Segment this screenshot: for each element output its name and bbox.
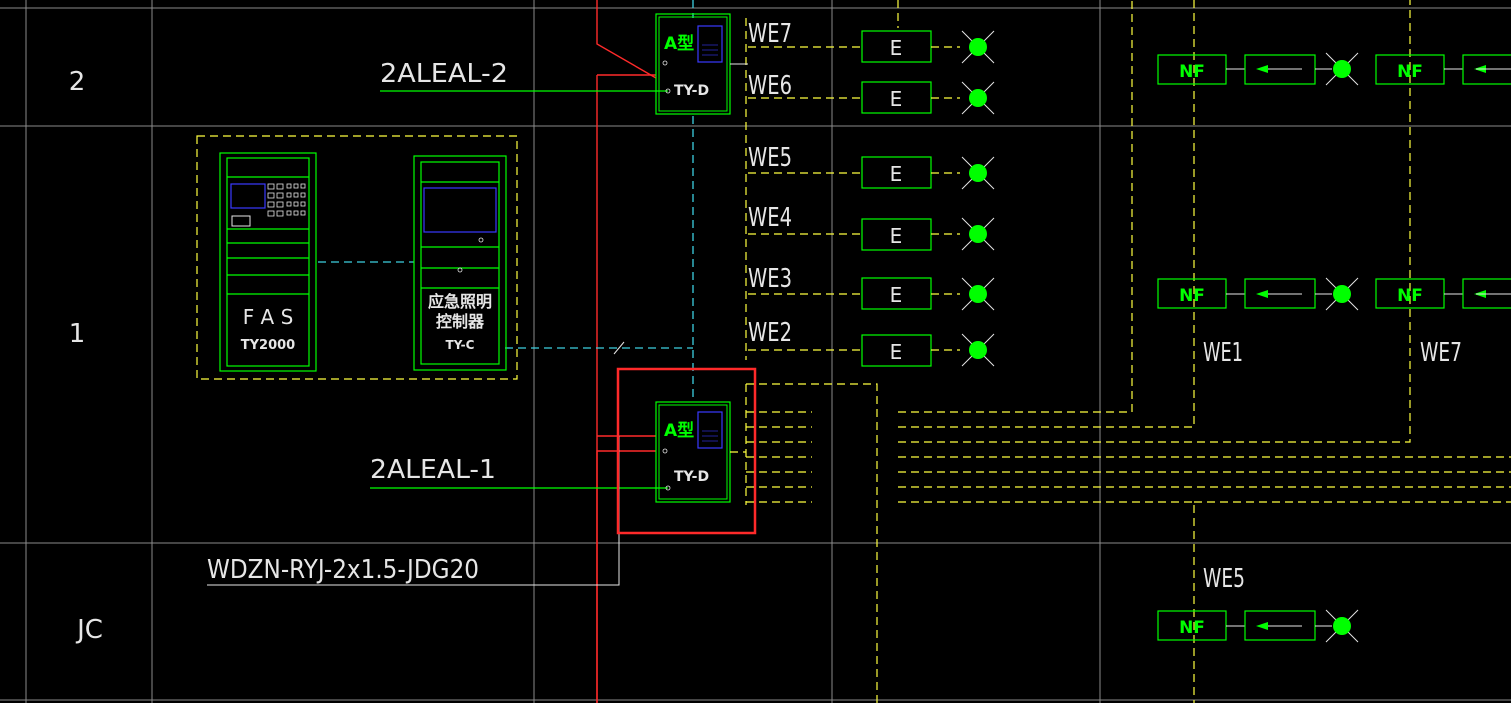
nf-mid-1: NF — [1157, 277, 1359, 311]
luminaire-4 — [961, 217, 995, 251]
circuit-we6-label: WE6 — [748, 71, 792, 101]
feed-upper: 2ALEAL-2 — [380, 59, 668, 92]
wire-spec-label: WDZN-RYJ-2x1.5-JDG20 — [207, 555, 479, 585]
circuit-we4: WE4 — [748, 203, 862, 235]
circuit-we3-label: WE3 — [748, 264, 792, 294]
exit-lamp-5: E — [861, 277, 932, 310]
luminaire-2 — [961, 81, 995, 115]
red-power-wire — [596, 0, 657, 703]
power-box-lower-model: TY-D — [674, 469, 709, 485]
luminaire-6 — [961, 333, 995, 367]
power-box-upper: A型 TY-D — [655, 13, 731, 115]
controller-title-2: 控制器 — [436, 312, 485, 331]
fas-title: F A S — [243, 305, 294, 329]
nf-mid-1-label: NF — [1179, 286, 1205, 306]
trunk-lines — [897, 0, 1511, 703]
lamp-links — [931, 46, 960, 351]
controller-title-1: 应急照明 — [428, 292, 492, 311]
power-box-lower-panel — [697, 411, 723, 449]
fas-model: TY2000 — [241, 338, 295, 353]
feed-lower: 2ALEAL-1 — [370, 455, 668, 489]
nf-top-1: NF — [1157, 52, 1359, 86]
bus-tick — [613, 341, 625, 355]
power-box-upper-model: TY-D — [674, 83, 709, 99]
circuit-we5-label: WE5 — [748, 143, 792, 173]
nf-top-2-label: NF — [1397, 62, 1423, 82]
wire-spec: WDZN-RYJ-2x1.5-JDG20 — [207, 436, 620, 586]
lower-box-outputs — [730, 383, 878, 703]
circuit-we6: WE6 — [730, 63, 862, 101]
circuit-we7: WE7 — [748, 19, 862, 49]
fas-display — [230, 183, 266, 209]
nf-bottom-1-label: NF — [1179, 618, 1205, 638]
circuit-we2: WE2 — [748, 318, 862, 351]
exit-lamp-3-label: E — [890, 162, 903, 186]
nf-top-1-label: NF — [1179, 62, 1205, 82]
controller-model: TY-C — [446, 338, 475, 352]
luminaire-1 — [961, 30, 995, 64]
exit-lamp-4-label: E — [890, 224, 903, 248]
nf-mid-right-circuit: WE7 — [1420, 338, 1462, 368]
control-room-boundary — [196, 135, 518, 380]
emergency-controller-cabinet — [413, 155, 507, 371]
selection-highlight[interactable] — [616, 367, 757, 535]
nf-mid-2: NF — [1375, 278, 1511, 309]
circuit-we4-label: WE4 — [748, 203, 792, 233]
circuit-we7-label: WE7 — [748, 19, 792, 49]
power-box-upper-panel — [697, 25, 723, 63]
feed-lower-label: 2ALEAL-1 — [370, 455, 496, 485]
exit-lamp-1-label: E — [890, 36, 903, 60]
feed-upper-label: 2ALEAL-2 — [380, 59, 508, 89]
cyan-bus — [318, 0, 694, 400]
circuit-we5: WE5 — [748, 143, 862, 174]
nf-bottom-circuit: WE5 — [1203, 564, 1245, 594]
row-label-jc: JC — [75, 615, 103, 645]
row-label-2: 2 — [69, 67, 86, 97]
circuit-we3: WE3 — [748, 264, 862, 295]
nf-top-2: NF — [1375, 54, 1511, 85]
row-label-1: 1 — [69, 319, 86, 349]
exit-lamp-2-label: E — [890, 87, 903, 111]
exit-lamp-1: E — [861, 30, 932, 63]
fas-cabinet — [219, 152, 317, 372]
power-box-lower: A型 TY-D — [655, 401, 731, 503]
exit-lamp-5-label: E — [890, 283, 903, 307]
power-box-lower-type: A型 — [664, 420, 694, 441]
nf-mid-left-circuit: WE1 — [1203, 338, 1243, 368]
circuit-we2-label: WE2 — [748, 318, 792, 348]
exit-lamp-4: E — [861, 218, 932, 251]
exit-lamp-6-label: E — [890, 340, 903, 364]
exit-lamp-2: E — [861, 81, 932, 114]
exit-lamp-6: E — [861, 334, 932, 367]
controller-display — [423, 187, 497, 233]
power-box-upper-type: A型 — [664, 33, 694, 54]
luminaire-3 — [961, 156, 995, 190]
exit-lamp-3: E — [861, 156, 932, 189]
luminaire-5 — [961, 277, 995, 311]
nf-mid-2-label: NF — [1397, 286, 1423, 306]
nf-bottom-1: NF — [1157, 609, 1359, 643]
